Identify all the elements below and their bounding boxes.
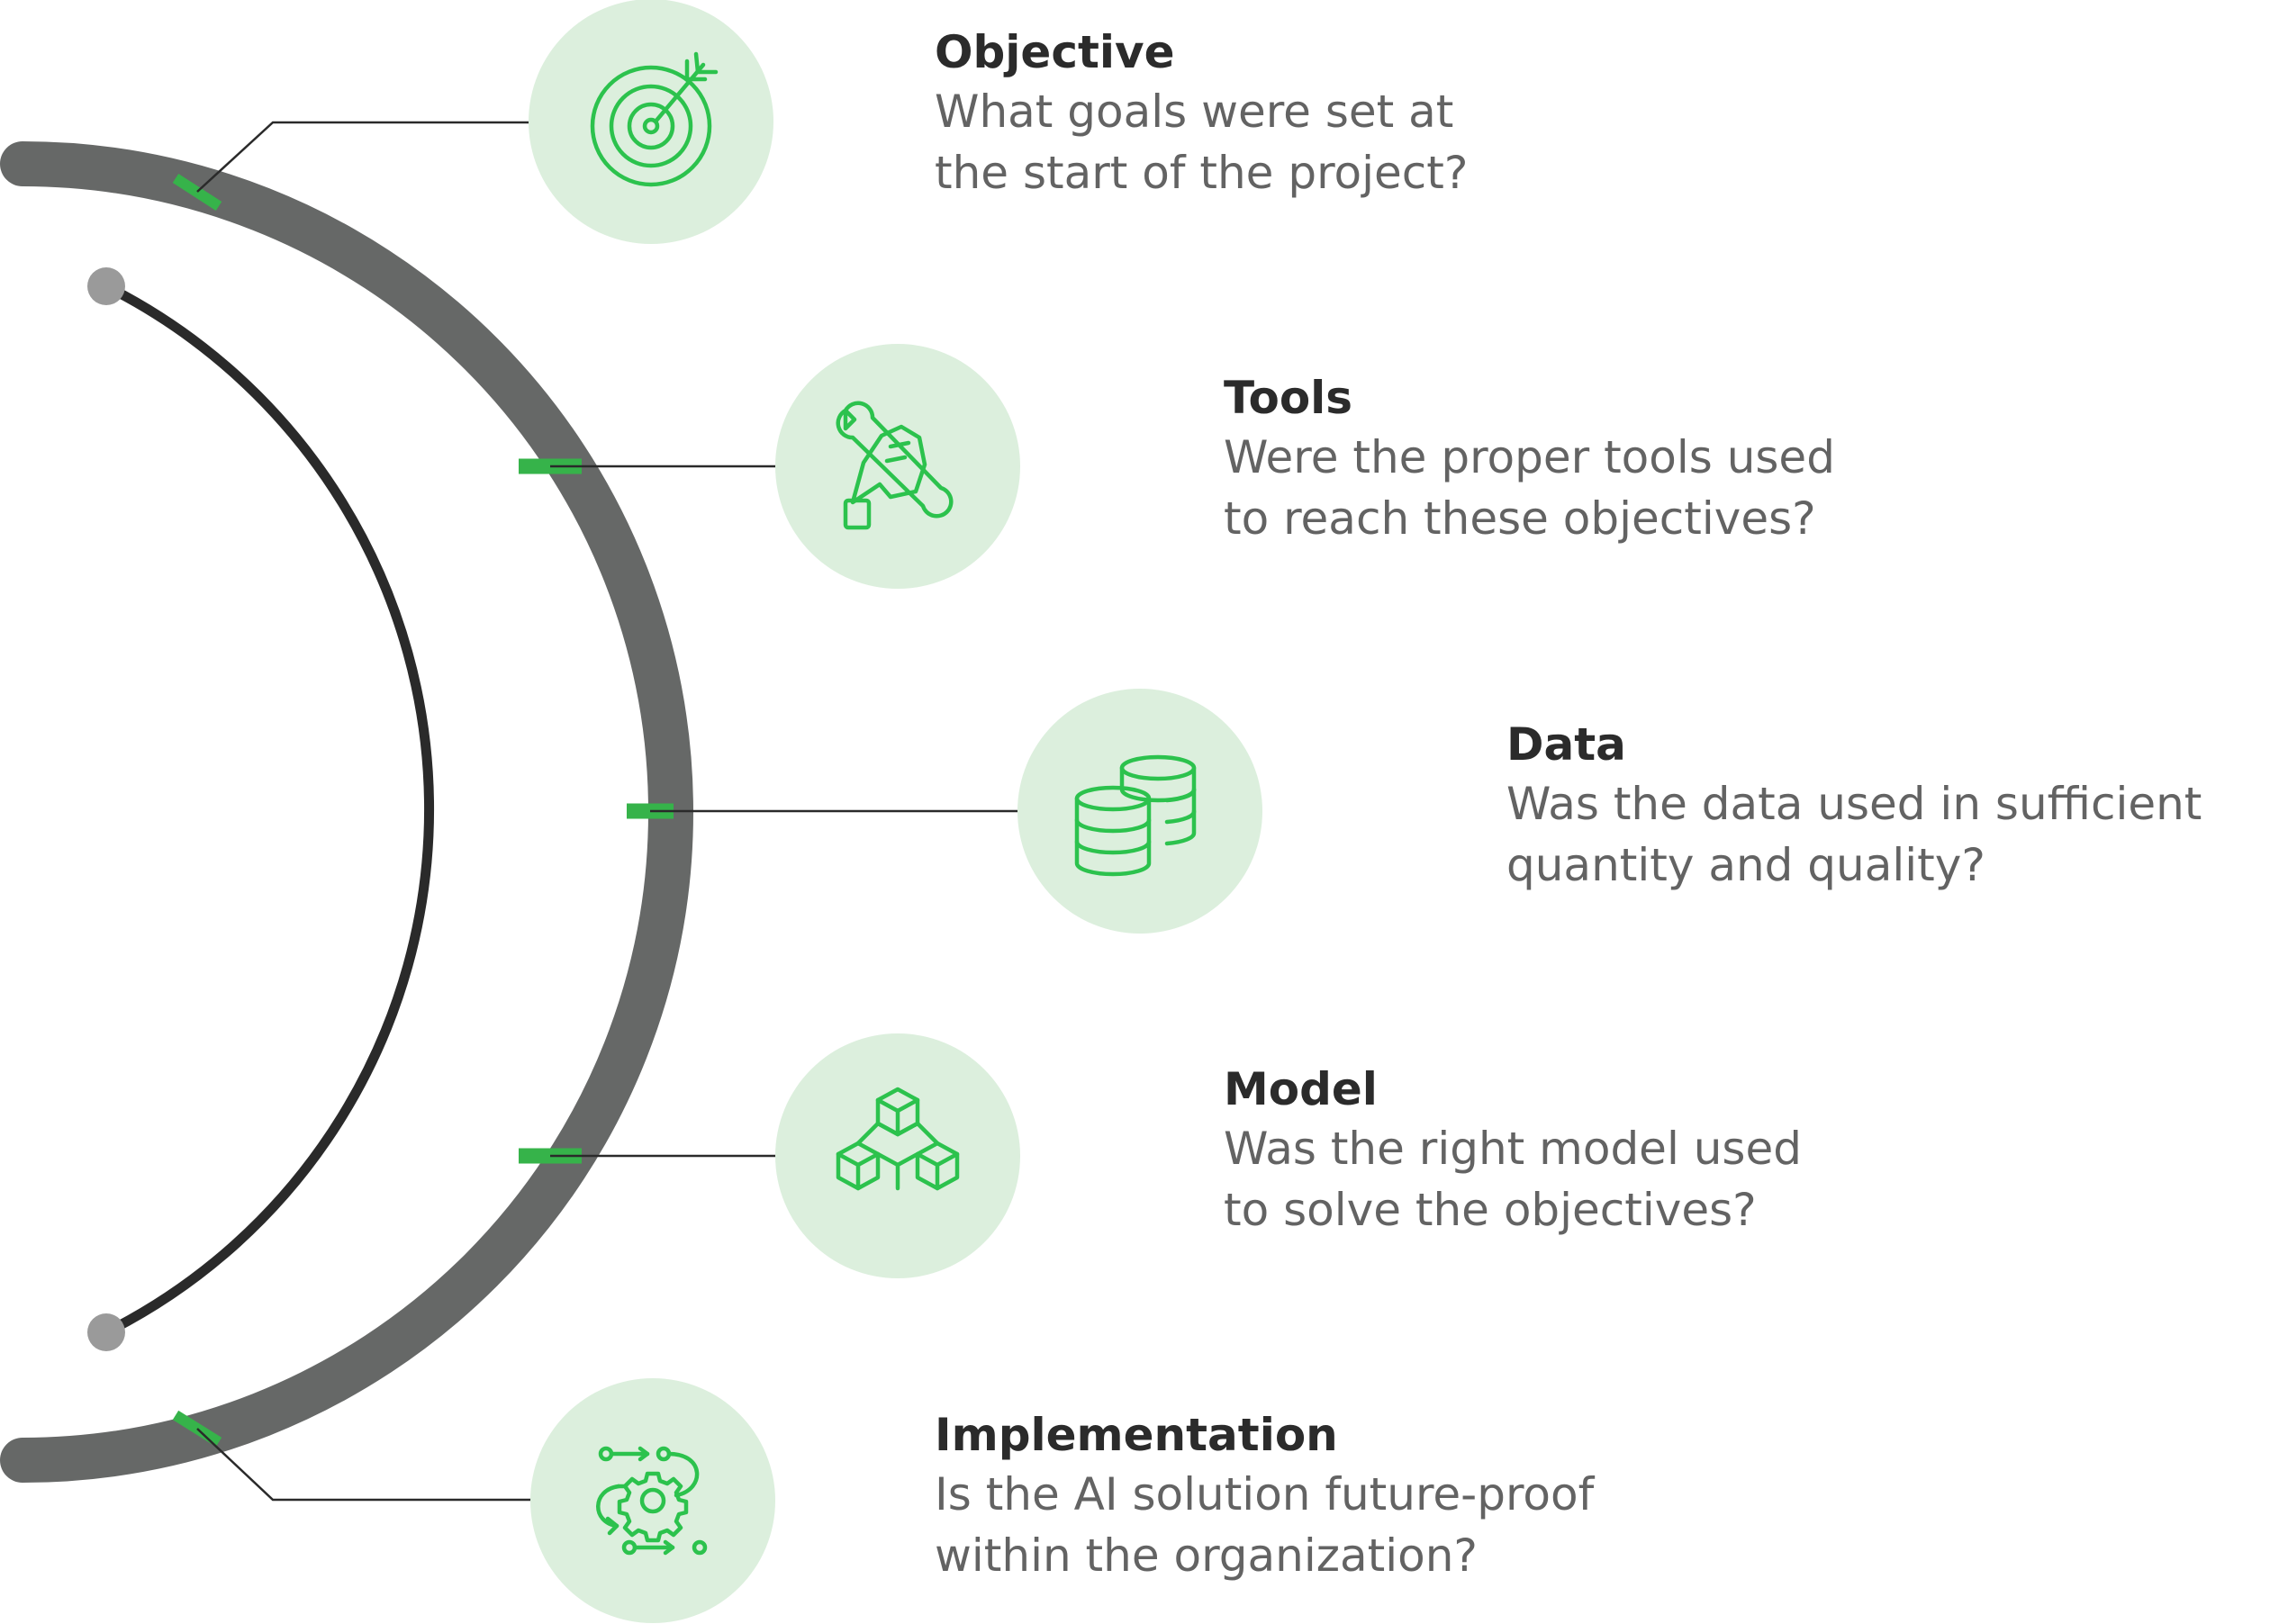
item-description-line2: within the organization? [935, 1529, 1478, 1582]
wrench-hand-icon [836, 401, 954, 530]
item-objective: Objective What goals were set at the sta… [935, 23, 1763, 203]
item-title: Model [1224, 1063, 1378, 1115]
gear-workflow-icon [596, 1446, 708, 1556]
item-model: Model Was the right model used to solve … [1224, 1060, 2052, 1241]
item-description-line1: Were the proper tools used [1224, 431, 1835, 483]
item-tools: Tools Were the proper tools used to reac… [1224, 369, 2052, 549]
item-description-line2: to reach these objectives? [1224, 492, 1816, 545]
arc-marker-objective [172, 173, 222, 212]
target-icon [590, 51, 719, 187]
item-title: Tools [1224, 372, 1353, 424]
circle-model [775, 1033, 1020, 1278]
circle-objective [529, 0, 773, 244]
item-title: Data [1506, 718, 1626, 771]
item-description-line1: Was the data used in sufficient [1506, 778, 2202, 830]
item-description-line1: What goals were set at [935, 86, 1454, 138]
item-title: Objective [935, 26, 1175, 78]
item-description-line2: to solve the objectives? [1224, 1184, 1757, 1236]
outer-arc [0, 141, 693, 1483]
item-implementation: Implementation Is the AI solution future… [935, 1406, 1763, 1586]
item-description-line1: Was the right model used [1224, 1123, 1802, 1175]
item-data: Data Was the data used in sufficient qua… [1506, 716, 2288, 896]
icon-circles [529, 0, 1262, 1623]
connector-lines [196, 121, 1019, 1502]
item-description-line1: Is the AI solution future-proof [935, 1468, 1595, 1520]
circle-data [1017, 689, 1262, 934]
inner-arc [104, 282, 435, 1337]
database-icon [1074, 754, 1197, 877]
item-title: Implementation [935, 1409, 1338, 1461]
item-description-line2: quantity and quality? [1506, 839, 1985, 891]
connector-implementation [196, 1428, 531, 1502]
circle-implementation [530, 1378, 775, 1623]
inner-arc-end-dot [87, 1313, 125, 1351]
inner-arc-start-dot [87, 267, 125, 305]
cubes-icon [836, 1087, 960, 1191]
circle-tools [775, 344, 1020, 589]
connector-objective [196, 121, 529, 193]
item-description-line2: the start of the project? [935, 147, 1469, 199]
